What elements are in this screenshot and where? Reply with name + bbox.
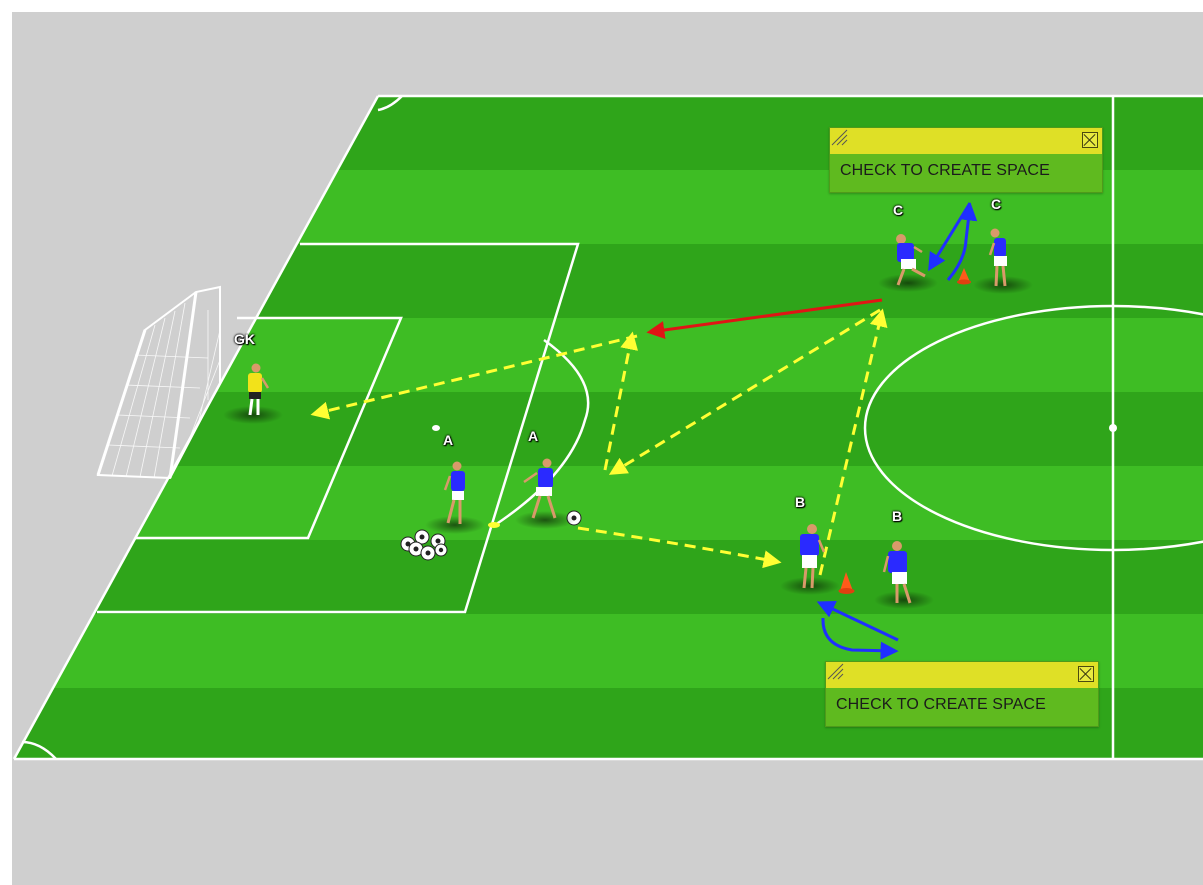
player-label-c2: C — [991, 196, 1001, 212]
note-bottom-titlebar[interactable] — [826, 662, 1098, 688]
note-bottom-text: CHECK TO CREATE SPACE — [836, 696, 1046, 714]
resize-grip-icon[interactable] — [830, 128, 848, 146]
close-icon[interactable] — [1082, 132, 1098, 148]
note-top[interactable]: CHECK TO CREATE SPACE — [829, 127, 1103, 193]
player-label-a2: A — [528, 428, 538, 444]
player-label-b2: B — [892, 508, 902, 524]
resize-grip-icon[interactable] — [826, 662, 844, 680]
close-icon[interactable] — [1078, 666, 1094, 682]
note-top-titlebar[interactable] — [830, 128, 1102, 154]
player-label-b1: B — [795, 494, 805, 510]
note-bottom[interactable]: CHECK TO CREATE SPACE — [825, 661, 1099, 727]
player-label-gk: GK — [234, 331, 255, 347]
player-label-a1: A — [443, 432, 453, 448]
penalty-spot — [432, 425, 440, 431]
start-marker — [488, 522, 500, 528]
note-top-text: CHECK TO CREATE SPACE — [840, 162, 1050, 180]
center-spot — [1109, 424, 1117, 432]
player-label-c1: C — [893, 202, 903, 218]
